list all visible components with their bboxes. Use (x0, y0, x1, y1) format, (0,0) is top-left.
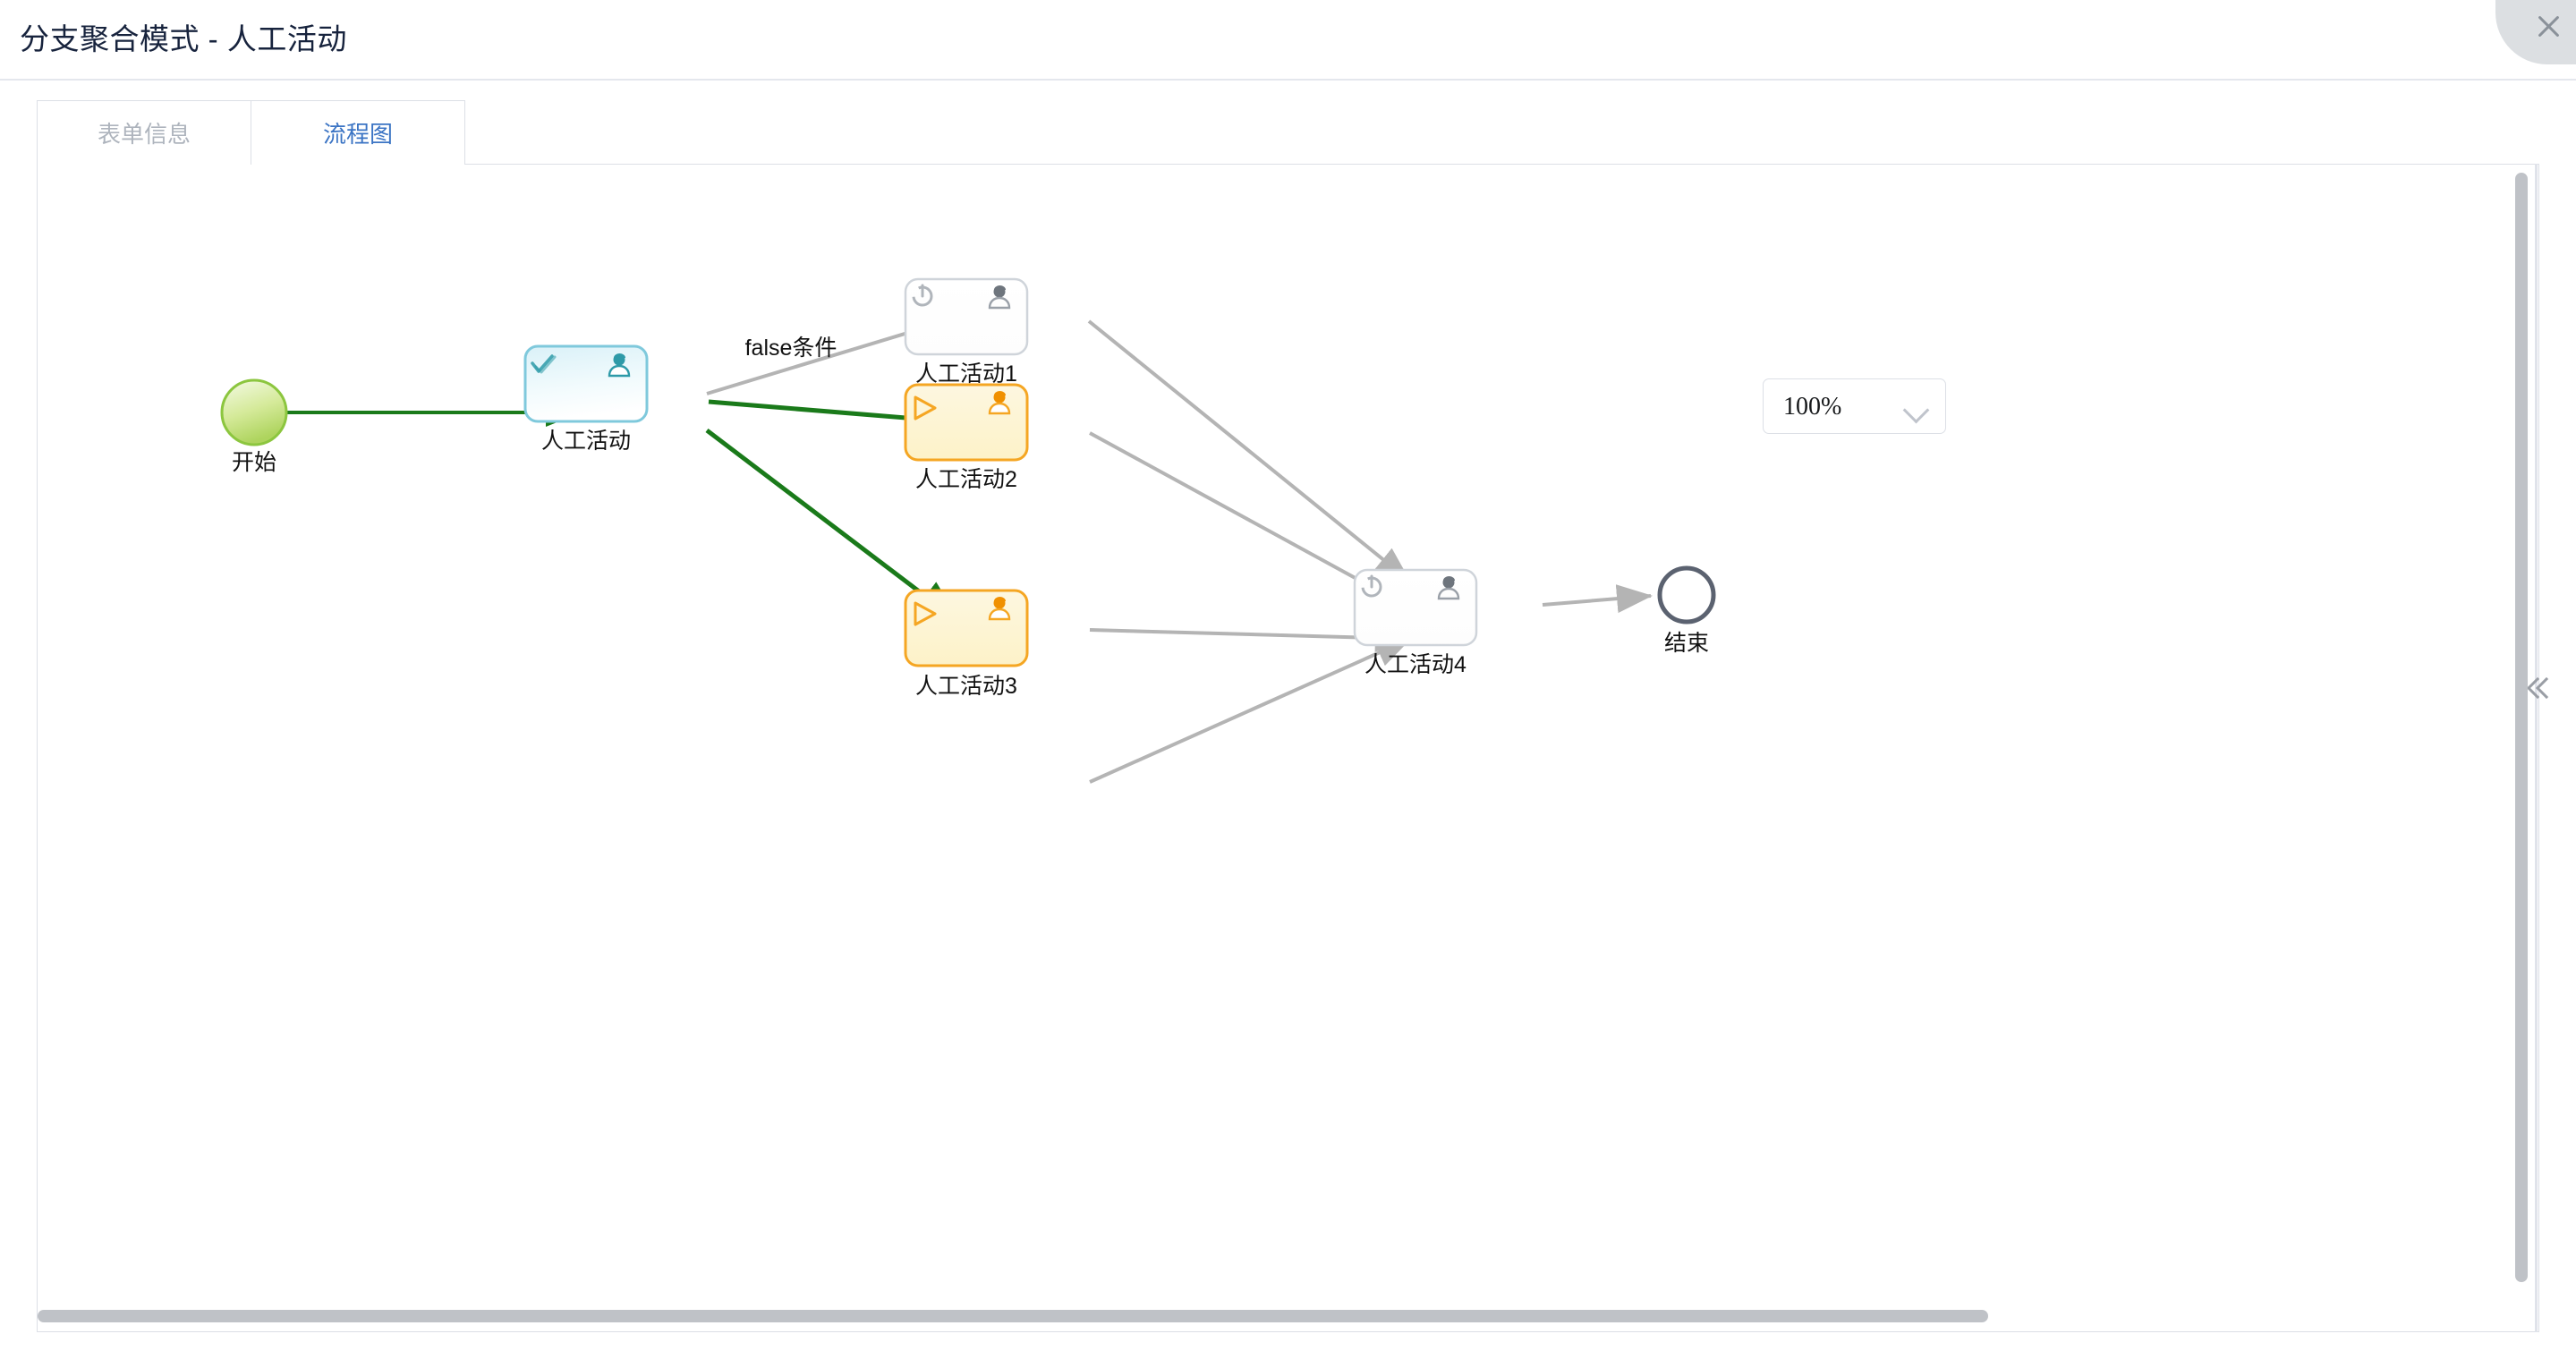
edge-task-1-to-task-4[interactable] (1087, 319, 1411, 582)
double-chevron-left-icon (2526, 676, 2549, 700)
play-icon (914, 601, 937, 626)
chevron-down-icon (1902, 396, 1930, 424)
dialog-title: 分支聚合模式 - 人工活动 (20, 22, 347, 55)
tab-flowchart[interactable]: 流程图 (251, 100, 465, 165)
node-label-start: 开始 (231, 450, 277, 475)
node-label-task-2: 人工活动2 (915, 467, 1017, 492)
check-icon (531, 354, 557, 374)
node-start[interactable] (220, 378, 288, 446)
node-label-task-main: 人工活动 (540, 429, 632, 454)
play-icon (914, 395, 937, 421)
vertical-scrollbar[interactable] (2512, 168, 2531, 1328)
node-task-3[interactable] (904, 589, 1029, 667)
tab-form-info[interactable]: 表单信息 (37, 100, 251, 165)
user-icon (608, 353, 631, 378)
node-label-end: 结束 (1663, 631, 1710, 656)
node-task-1[interactable] (904, 277, 1029, 356)
edges-layer-fix (1089, 637, 1412, 784)
user-icon (988, 597, 1011, 621)
tab-bar: 表单信息 流程图 (37, 100, 2272, 165)
close-button[interactable] (2495, 0, 2576, 64)
user-icon (988, 391, 1011, 415)
flowchart-canvas[interactable] (38, 165, 2539, 1332)
node-task-main[interactable] (523, 344, 649, 423)
dialog-header: 分支聚合模式 - 人工活动 (0, 0, 2576, 81)
node-end[interactable] (1657, 565, 1716, 625)
collapse-panel-button[interactable] (2514, 667, 2557, 709)
node-label-task-1: 人工活动1 (915, 361, 1017, 387)
close-icon (2533, 11, 2563, 41)
user-icon (1437, 576, 1460, 600)
zoom-level-value: 100% (1783, 393, 1842, 421)
vertical-scrollbar-thumb[interactable] (2515, 173, 2528, 1282)
horizontal-scrollbar[interactable] (38, 1306, 2538, 1326)
edge-label-false-condition: false条件 (744, 336, 837, 361)
node-task-4[interactable] (1353, 568, 1478, 647)
flowchart-panel: 开始 人工活动 人工活动1 人工活动2 人工活动3 人工活动4 结束 false… (37, 164, 2539, 1332)
node-label-task-3: 人工活动3 (915, 674, 1017, 699)
power-icon (1361, 574, 1382, 598)
node-label-task-4: 人工活动4 (1365, 652, 1467, 677)
node-task-2[interactable] (904, 383, 1029, 462)
zoom-level-select[interactable]: 100% (1763, 378, 1946, 434)
power-icon (912, 284, 933, 307)
horizontal-scrollbar-thumb[interactable] (38, 1310, 1988, 1322)
edge-task-4-to-end[interactable] (1542, 584, 1653, 614)
edge-task-3-to-task-4-diag[interactable] (1089, 637, 1412, 784)
right-panel-divider (2535, 164, 2538, 1332)
tab-bar-filler (464, 100, 2272, 165)
user-icon (988, 285, 1011, 310)
